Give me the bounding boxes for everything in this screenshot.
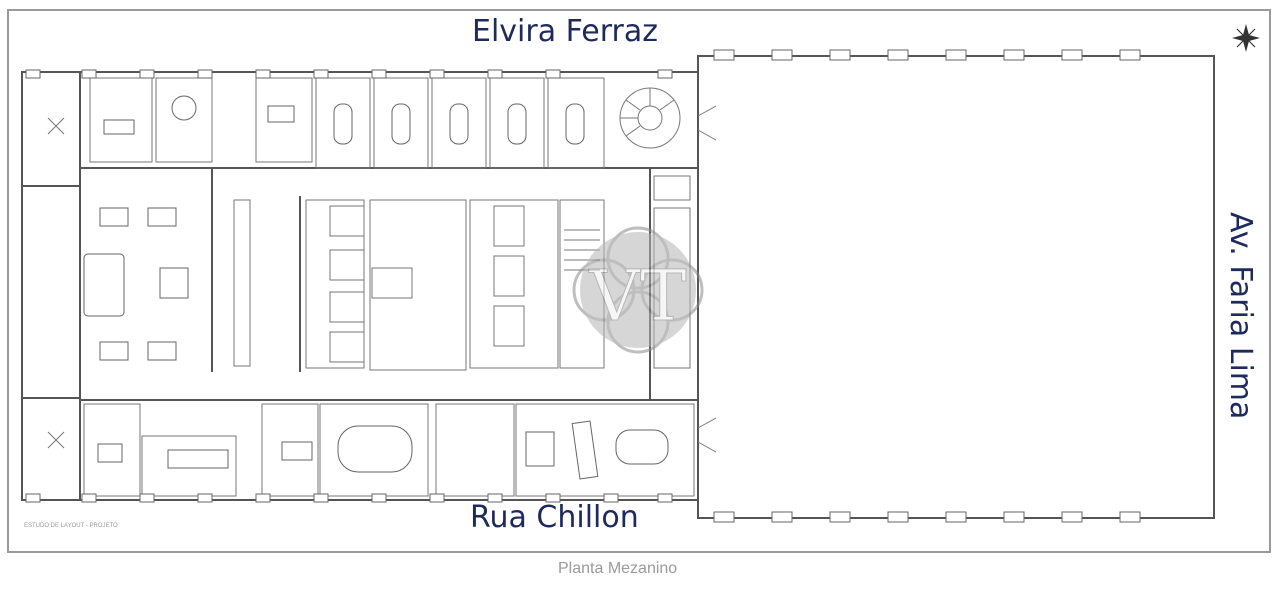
- open-office-area: [47, 117, 251, 449]
- mezzanine-void: [697, 49, 1215, 523]
- drawing-note: ESTUDO DE LAYOUT - PROJETO: [24, 523, 118, 529]
- svg-text:VT: VT: [588, 255, 686, 337]
- street-label-right: Av. Faria Lima: [1223, 212, 1258, 420]
- top-meeting-rooms: [89, 77, 605, 169]
- north-arrow-icon: [1232, 24, 1260, 52]
- bottom-meeting-rooms: [83, 403, 695, 497]
- structural-columns: [25, 69, 673, 503]
- site-boundary: [7, 9, 1271, 553]
- street-label-top: Elvira Ferraz: [472, 14, 658, 49]
- street-label-bottom: Rua Chillon: [470, 500, 639, 535]
- plan-caption: Planta Mezanino: [558, 560, 678, 577]
- spiral-staircase: [619, 87, 681, 149]
- watermark-logo-icon: VT: [572, 226, 704, 354]
